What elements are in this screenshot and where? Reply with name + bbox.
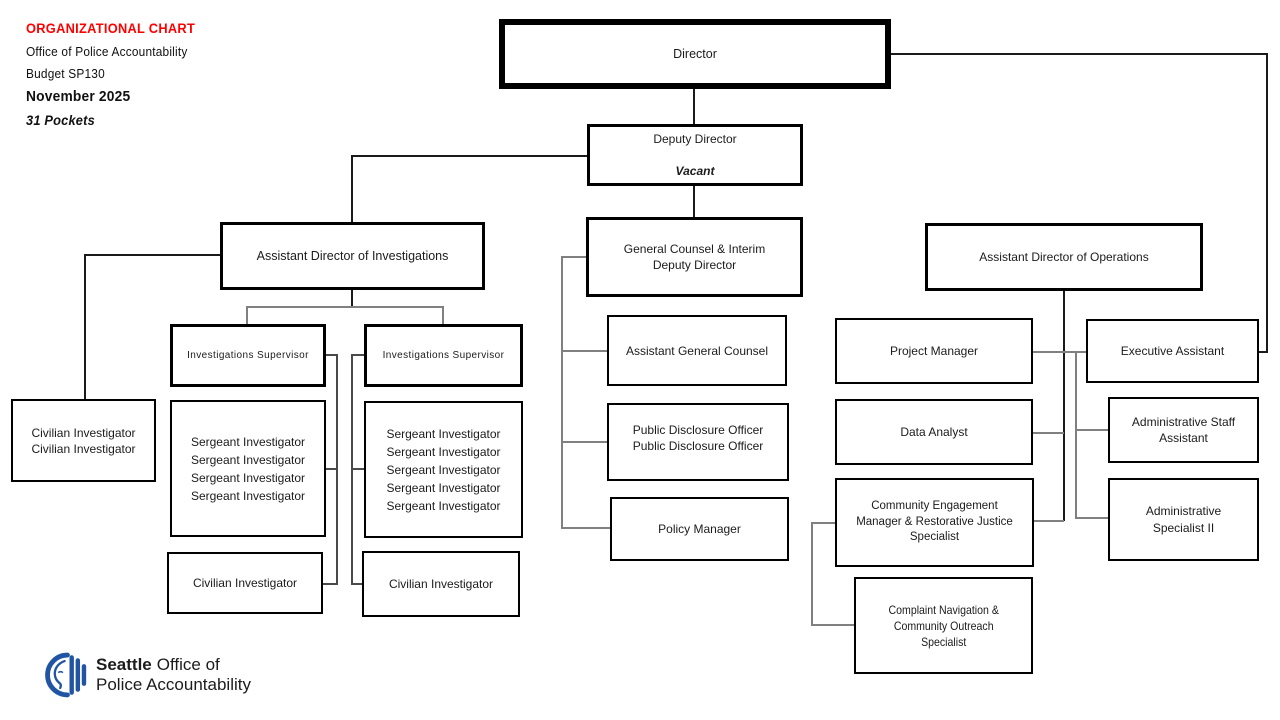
node-assistant-director-operations: Assistant Director of Operations (925, 223, 1203, 291)
connector-line (561, 441, 607, 443)
connector-line (1075, 517, 1108, 519)
connector-line (351, 155, 587, 157)
node-director: Director (499, 19, 891, 89)
node-policy-manager: Policy Manager (610, 497, 789, 561)
connector-line (811, 522, 813, 625)
connector-line (351, 583, 364, 585)
node-assistant-director-investigations: Assistant Director of Investigations (220, 222, 485, 290)
doc-date: November 2025 (26, 89, 131, 105)
doc-budget-code: Budget SP130 (26, 67, 105, 81)
node-civilian-investigator-1: Civilian Investigator (167, 552, 323, 614)
connector-line (1259, 351, 1268, 353)
node-civilian-investigator-2: Civilian Investigator (362, 551, 520, 617)
node-deputy-director: Deputy Director Vacant (587, 124, 803, 186)
node-public-disclosure-officers: Public Disclosure Officer Public Disclos… (607, 403, 789, 481)
deputy-director-vacancy-label: Vacant (675, 164, 715, 178)
connector-line (561, 256, 586, 258)
node-investigations-supervisor-2: Investigations Supervisor (364, 324, 523, 387)
node-investigations-supervisor-1: Investigations Supervisor (170, 324, 326, 387)
connector-line (246, 306, 444, 308)
connector-line (891, 53, 1268, 55)
deputy-director-title: Deputy Director (653, 132, 737, 146)
connector-line (1075, 429, 1108, 431)
node-data-analyst: Data Analyst (835, 399, 1033, 465)
node-general-counsel: General Counsel & Interim Deputy Directo… (586, 217, 803, 297)
connector-line (351, 354, 364, 356)
logo-brand-rest: Office of (156, 655, 220, 674)
node-community-engagement-manager: Community Engagement Manager & Restorati… (835, 478, 1034, 567)
node-administrative-specialist-ii: Administrative Specialist II (1108, 478, 1259, 561)
logo-brand-bold: Seattle (96, 655, 152, 674)
connector-line (1063, 291, 1065, 521)
connector-line (561, 350, 607, 352)
seattle-city-logo-icon (44, 652, 90, 698)
connector-line (1034, 520, 1064, 522)
connector-line (1033, 432, 1064, 434)
connector-line (246, 306, 248, 324)
doc-org-name: Office of Police Accountability (26, 45, 188, 59)
connector-line (1075, 351, 1077, 518)
connector-line (811, 624, 854, 626)
connector-line (1033, 351, 1086, 353)
connector-line (811, 522, 835, 524)
node-civilian-investigators-pool: Civilian Investigator Civilian Investiga… (11, 399, 156, 482)
connector-line (351, 290, 353, 307)
connector-line (351, 155, 353, 222)
connector-line (693, 89, 695, 125)
node-complaint-navigation-specialist: Complaint Navigation & Community Outreac… (854, 577, 1033, 674)
logo-line2: Police Accountability (96, 675, 251, 694)
complaint-navigation-label: Complaint Navigation & Community Outreac… (888, 602, 999, 649)
connector-line (351, 468, 364, 470)
node-executive-assistant: Executive Assistant (1086, 319, 1259, 383)
connector-line (442, 306, 444, 324)
node-administrative-staff-assistant: Administrative Staff Assistant (1108, 397, 1259, 463)
connector-line (84, 254, 86, 400)
connector-line (325, 468, 338, 470)
node-assistant-general-counsel: Assistant General Counsel (607, 315, 787, 386)
connector-line (84, 254, 220, 256)
node-sergeant-investigators-1: Sergeant Investigator Sergeant Investiga… (170, 400, 326, 537)
doc-pockets-count: 31 Pockets (26, 113, 95, 128)
connector-line (325, 354, 338, 356)
connector-line (693, 186, 695, 217)
connector-line (561, 256, 563, 529)
connector-line (323, 583, 338, 585)
doc-title: ORGANIZATIONAL CHART (26, 21, 196, 36)
connector-line (1266, 53, 1268, 353)
connector-line (561, 527, 610, 529)
node-project-manager: Project Manager (835, 318, 1033, 384)
node-sergeant-investigators-2: Sergeant Investigator Sergeant Investiga… (364, 401, 523, 538)
